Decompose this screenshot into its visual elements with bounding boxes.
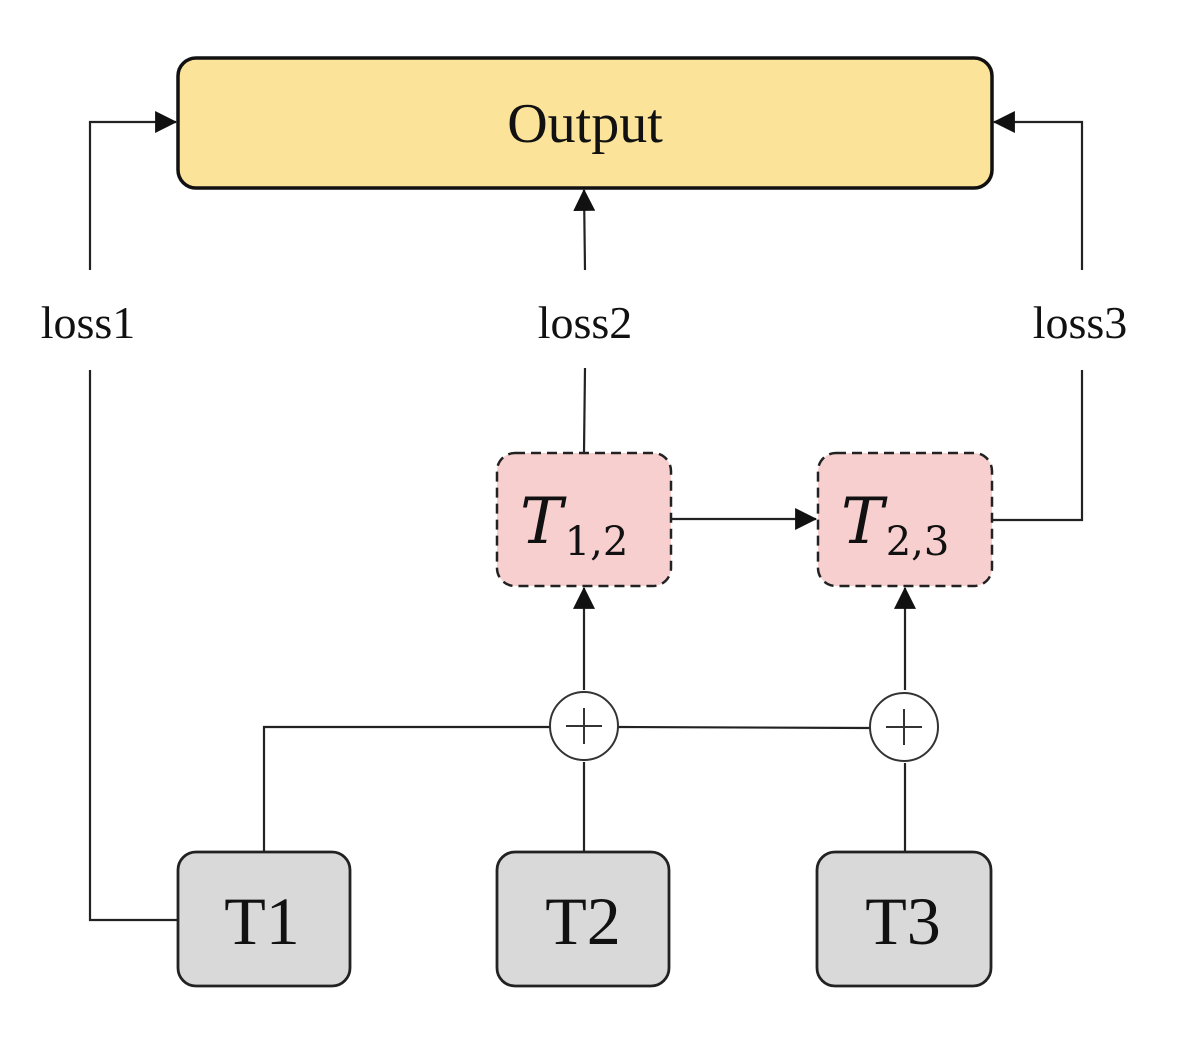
t23-label: T2,3 <box>841 485 949 565</box>
edge-t23-to-loss3 <box>992 370 1084 522</box>
combine-node-b <box>869 692 939 762</box>
edge-t1-to-loss1 <box>88 370 178 922</box>
edge-t1-to-plus-a <box>262 725 550 852</box>
edge-loss3-to-output <box>992 111 1084 270</box>
t1-label: T1 <box>224 883 300 959</box>
edge-plus-a-to-plus-b <box>617 725 871 730</box>
t2-label: T2 <box>545 883 621 959</box>
loss1-label: loss1 <box>41 297 136 348</box>
t3-node: T3 <box>815 850 993 988</box>
output-node: Output <box>176 56 994 190</box>
t12-label: T1,2 <box>520 485 628 565</box>
combine-node-a <box>549 691 619 761</box>
edge-loss1-to-output <box>88 111 178 270</box>
t3-label: T3 <box>865 883 941 959</box>
loss3-label: loss3 <box>1033 297 1128 348</box>
edge-loss2-to-output <box>573 188 596 271</box>
edge-t12-to-loss2 <box>582 367 587 453</box>
t23-node: T2,3 <box>816 451 994 588</box>
t1-node: T1 <box>176 850 352 988</box>
t2-node: T2 <box>495 850 671 988</box>
output-label: Output <box>507 93 663 155</box>
t12-node: T1,2 <box>495 451 673 588</box>
loss2-label: loss2 <box>538 297 633 348</box>
